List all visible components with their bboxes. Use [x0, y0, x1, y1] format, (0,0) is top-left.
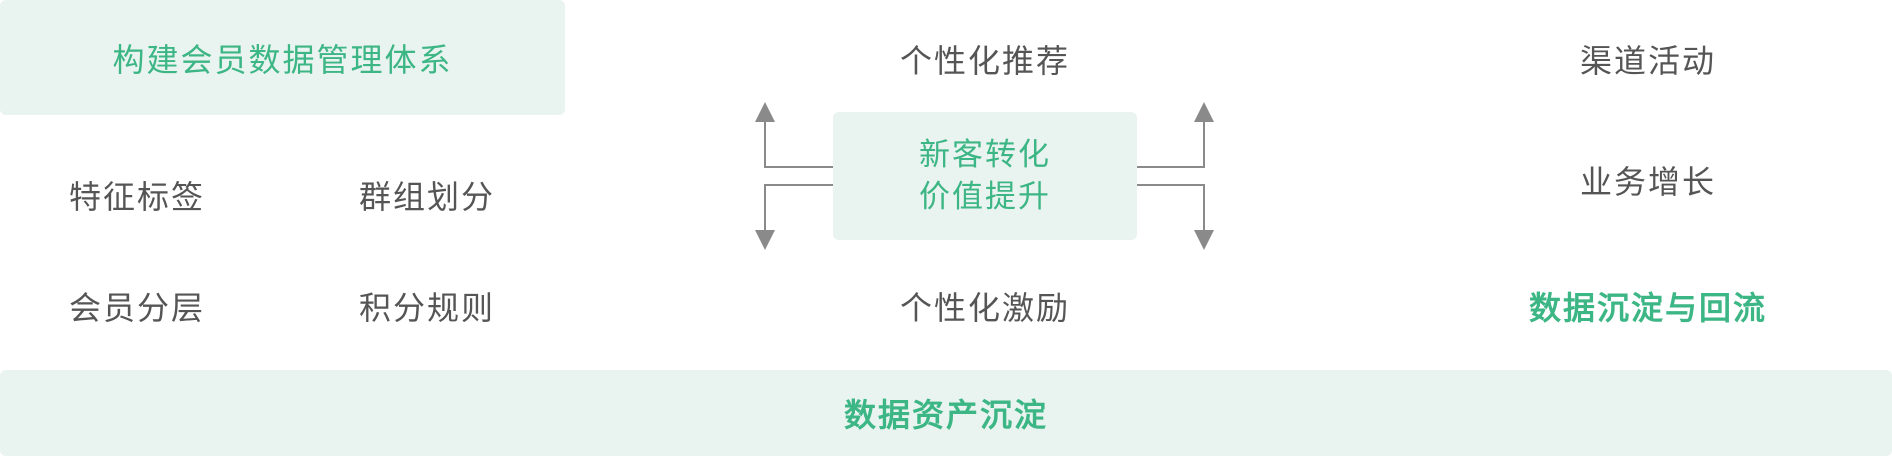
right-top-label: 渠道活动	[1579, 42, 1717, 80]
arrow-right-down	[1137, 184, 1214, 250]
arrow-left-down	[755, 184, 833, 250]
left-item-member-tiers: 会员分层	[68, 289, 206, 327]
center-top-label: 个性化推荐	[899, 42, 1071, 80]
data-asset-bar-label: 数据资产沉淀	[843, 396, 1048, 434]
right-middle-label: 业务增长	[1579, 163, 1717, 201]
arrow-right-up	[1137, 102, 1214, 168]
right-bottom-label: 数据沉淀与回流	[1528, 289, 1768, 327]
left-item-points-rules: 积分规则	[358, 289, 496, 327]
data-asset-bar: 数据资产沉淀	[0, 370, 1892, 456]
arrow-left-up	[755, 102, 833, 168]
center-box: 新客转化 价值提升	[833, 112, 1137, 240]
left-item-feature-tags: 特征标签	[68, 178, 206, 216]
center-box-line-2: 价值提升	[919, 179, 1051, 215]
system-title: 构建会员数据管理体系	[112, 40, 453, 79]
system-title-panel: 构建会员数据管理体系	[0, 0, 565, 115]
center-box-line-1: 新客转化	[919, 137, 1051, 173]
center-bottom-label: 个性化激励	[899, 289, 1071, 327]
left-item-group-division: 群组划分	[358, 178, 496, 216]
